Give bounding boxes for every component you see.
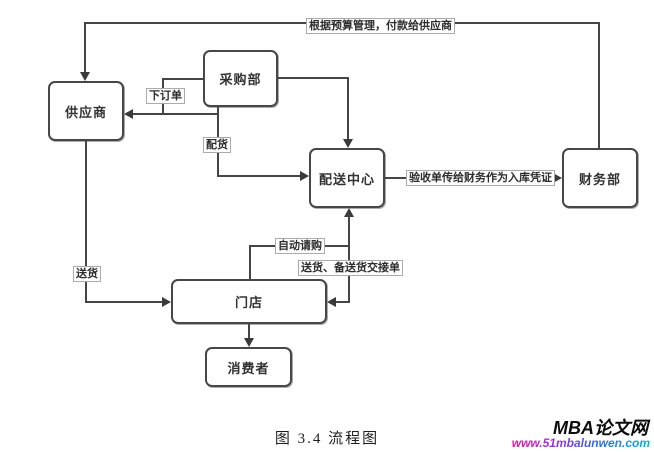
edge-purchasing-distribution-vertical [347,77,349,141]
node-purchasing: 采购部 [203,50,278,107]
arrowhead-into-distribution-top [343,139,353,148]
node-consumer: 消费者 [205,347,292,387]
edge-label-receipt: 验收单传给财务作为入库凭证 [406,170,555,186]
arrowhead-into-distribution-bottom [344,208,354,217]
edge-label-place-order: 下订单 [146,88,185,104]
edge-label-allocate: 配货 [203,137,231,153]
edge-label-handover: 送货、备送货交接单 [298,260,403,276]
edge-store-consumer-vertical [248,324,250,340]
edge-autorequest-vertical-left [249,245,251,279]
edge-payment-left-vertical [84,22,86,74]
node-distribution: 配送中心 [309,148,385,208]
edge-label-auto-request: 自动请购 [275,238,325,254]
figure-caption: 图 3.4 流程图 [274,431,380,447]
watermark-site-name: MBA论文网 [553,418,648,438]
arrowhead-into-supplier-top [80,72,90,81]
arrowhead-into-distribution-left [300,171,309,181]
arrowhead-into-store-right [327,297,336,307]
edge-order-horizontal-bottom [130,113,219,115]
node-store: 门店 [171,279,327,324]
arrowhead-into-supplier-right [124,109,133,119]
edge-purchasing-distribution-horizontal [278,77,349,79]
edge-handover-vertical [348,214,350,303]
edge-label-payment: 根据预算管理，付款给供应商 [306,18,455,34]
edge-payment-right-vertical [598,22,600,149]
arrowhead-into-consumer-top [244,338,254,347]
watermark-site-url: www.51mbalunwen.com [511,436,650,450]
edge-handover-horizontal [334,301,350,303]
arrowhead-into-finance-left [553,173,562,183]
arrowhead-into-store-left [162,297,171,307]
edge-order-horizontal-top [163,78,204,80]
edge-delivery-vertical [85,141,87,303]
node-finance: 财务部 [562,148,638,208]
node-supplier: 供应商 [48,81,124,141]
edge-allocate-horizontal [217,175,303,177]
edge-delivery-horizontal [85,301,164,303]
edge-label-delivery: 送货 [73,266,101,282]
